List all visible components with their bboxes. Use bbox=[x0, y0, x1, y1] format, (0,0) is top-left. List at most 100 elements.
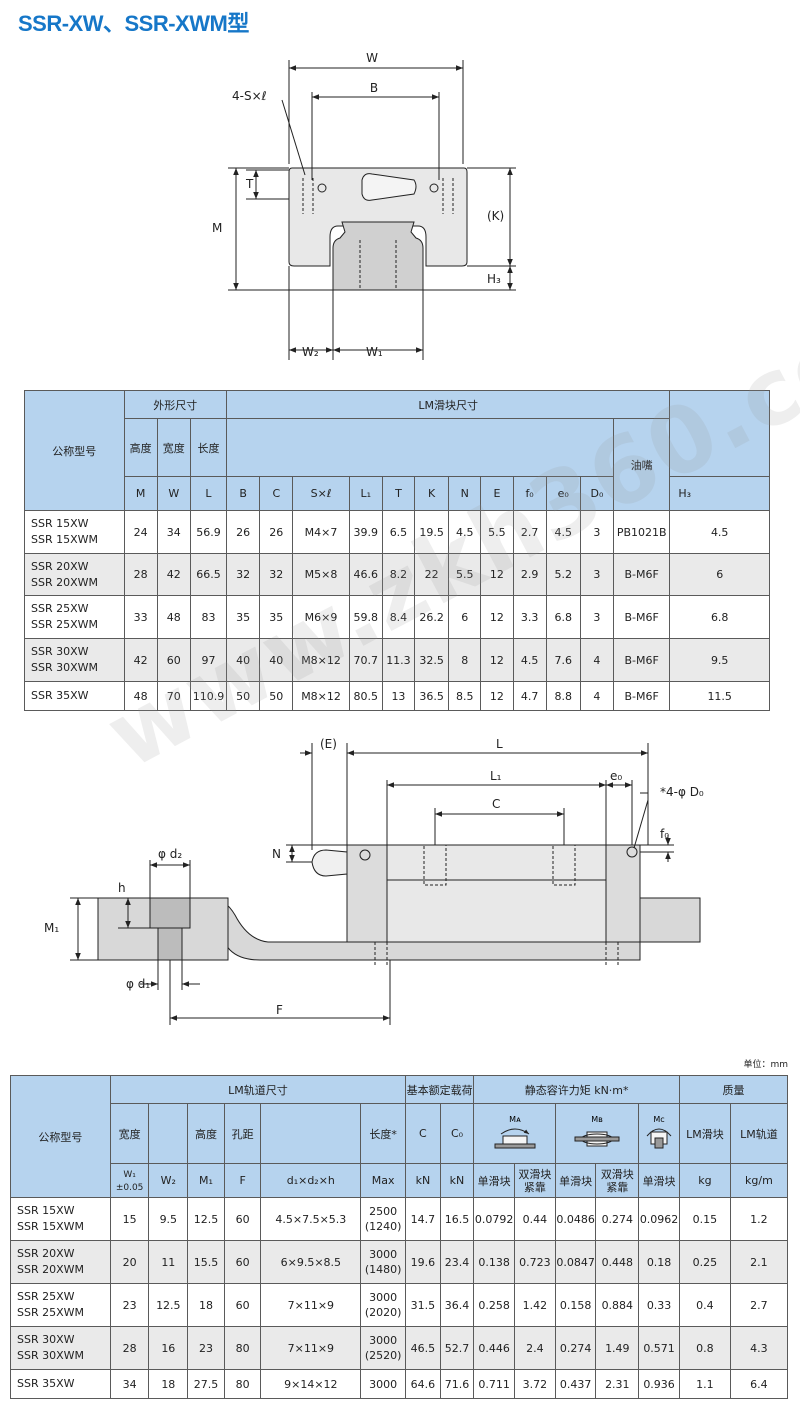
table-cell: B-M6F bbox=[613, 553, 671, 596]
table-cell: 0.711 bbox=[473, 1369, 515, 1399]
col-width: 宽度 bbox=[156, 418, 191, 477]
col-lm: LM滑块尺寸 bbox=[226, 390, 671, 419]
table-cell: 19.5 bbox=[414, 510, 450, 554]
dim-m-label: M bbox=[212, 221, 222, 235]
table-cell: 80.5 bbox=[348, 681, 383, 711]
table-cell: 42 bbox=[156, 553, 191, 596]
col-ma-double: 双滑块紧靠 bbox=[514, 1163, 556, 1198]
block-side bbox=[346, 844, 641, 943]
table-cell: 3.3 bbox=[512, 595, 547, 639]
table-cell: 64.6 bbox=[405, 1369, 441, 1399]
table-cell: 18 bbox=[148, 1369, 189, 1399]
table-cell: 3 bbox=[579, 553, 615, 596]
table-cell: 34 bbox=[156, 510, 191, 554]
svg-text:Mʙ: Mʙ bbox=[591, 1115, 603, 1124]
table-cell: 2.7 bbox=[512, 510, 547, 554]
table-cell: 2.7 bbox=[729, 1283, 789, 1327]
model-cell: SSR 35XW bbox=[10, 1369, 111, 1399]
col-mb: Mʙ bbox=[554, 1103, 640, 1164]
col-moment: 静态容许力矩 kN·m* bbox=[473, 1075, 680, 1104]
col-w2: W₂ bbox=[148, 1163, 189, 1198]
dim-c-label: C bbox=[492, 797, 500, 811]
ma-icon: Mᴀ bbox=[494, 1115, 535, 1149]
col-ma: Mᴀ bbox=[473, 1103, 556, 1164]
col-e: E bbox=[480, 476, 514, 511]
table-cell: 20 bbox=[109, 1240, 150, 1284]
col-outer: 外形尺寸 bbox=[123, 390, 228, 419]
table-cell: 7.6 bbox=[545, 638, 581, 682]
table-cell: 23.4 bbox=[439, 1240, 475, 1284]
table-cell: 0.0847 bbox=[554, 1240, 597, 1284]
table-cell: 0.25 bbox=[678, 1240, 731, 1284]
col-model: 公称型号 bbox=[24, 390, 125, 511]
col-b: B bbox=[226, 476, 261, 511]
col-t: T bbox=[381, 476, 416, 511]
table-cell: 4.7 bbox=[512, 681, 547, 711]
dim-b-label: B bbox=[370, 81, 378, 95]
table-cell: 40 bbox=[226, 638, 261, 682]
dim-l1-label: L₁ bbox=[490, 769, 502, 783]
col-mc: Mᴄ bbox=[638, 1103, 680, 1164]
table-cell: 9.5 bbox=[148, 1197, 189, 1241]
table-cell: 6.8 bbox=[669, 595, 770, 639]
svg-text:Mᴄ: Mᴄ bbox=[654, 1115, 665, 1124]
table-cell: 4.5×7.5×5.3 bbox=[260, 1197, 362, 1241]
table-cell: 50 bbox=[259, 681, 294, 711]
col-f: F bbox=[223, 1163, 262, 1198]
table-cell: 2.1 bbox=[729, 1240, 789, 1284]
table-cell: 12 bbox=[480, 681, 514, 711]
table-cell: 60 bbox=[223, 1283, 262, 1327]
col-lm-rail: LM轨道 bbox=[729, 1103, 789, 1164]
table-cell: 32 bbox=[226, 553, 261, 596]
col-load: 基本额定载荷 bbox=[405, 1075, 475, 1104]
dim-m1-label: M₁ bbox=[44, 921, 59, 935]
table-cell: 0.571 bbox=[638, 1326, 680, 1370]
dim-e0-label: e₀ bbox=[610, 769, 622, 783]
col-mb-double: 双滑块紧靠 bbox=[595, 1163, 640, 1198]
table-cell: 22 bbox=[414, 553, 450, 596]
table-cell: 3 bbox=[579, 595, 615, 639]
table-cell: 32.5 bbox=[414, 638, 450, 682]
col-height: 高度 bbox=[123, 418, 158, 477]
block-dimension-table: 公称型号 外形尺寸 LM滑块尺寸 高度 宽度 长度 油嘴 M W L B C S… bbox=[24, 390, 770, 711]
table-cell: 11.3 bbox=[381, 638, 416, 682]
table-cell: 0.274 bbox=[595, 1197, 640, 1241]
table-cell: 0.4 bbox=[678, 1283, 731, 1327]
table-cell: 0.274 bbox=[554, 1326, 597, 1370]
table-cell: 18 bbox=[187, 1283, 225, 1327]
table-cell: B-M6F bbox=[613, 681, 671, 711]
table-cell: 27.5 bbox=[187, 1369, 225, 1399]
table-cell: 2.4 bbox=[514, 1326, 556, 1370]
col-lm-blank bbox=[226, 418, 615, 477]
table-cell: 80 bbox=[223, 1369, 262, 1399]
table-cell: 4 bbox=[579, 638, 615, 682]
table-cell: 97 bbox=[189, 638, 228, 682]
table-cell: 8.8 bbox=[545, 681, 581, 711]
table-cell: 19.6 bbox=[405, 1240, 441, 1284]
table-cell: 40 bbox=[259, 638, 294, 682]
col-mass: 质量 bbox=[678, 1075, 789, 1104]
table-cell: 0.0486 bbox=[554, 1197, 597, 1241]
table-cell: 1.42 bbox=[514, 1283, 556, 1327]
col-ma-single: 单滑块 bbox=[473, 1163, 515, 1198]
table-cell: 83 bbox=[189, 595, 228, 639]
table-cell: 16 bbox=[148, 1326, 189, 1370]
table-cell: M4×7 bbox=[292, 510, 350, 554]
table-cell: 48 bbox=[156, 595, 191, 639]
table-cell: 71.6 bbox=[439, 1369, 475, 1399]
table-cell: 11.5 bbox=[669, 681, 770, 711]
col-kn1: kN bbox=[405, 1163, 441, 1198]
table-cell: 6 bbox=[448, 595, 482, 639]
table-cell: 26 bbox=[226, 510, 261, 554]
table-cell: 3000(1480) bbox=[360, 1240, 407, 1284]
table-cell: 56.9 bbox=[189, 510, 228, 554]
table-cell: 0.44 bbox=[514, 1197, 556, 1241]
